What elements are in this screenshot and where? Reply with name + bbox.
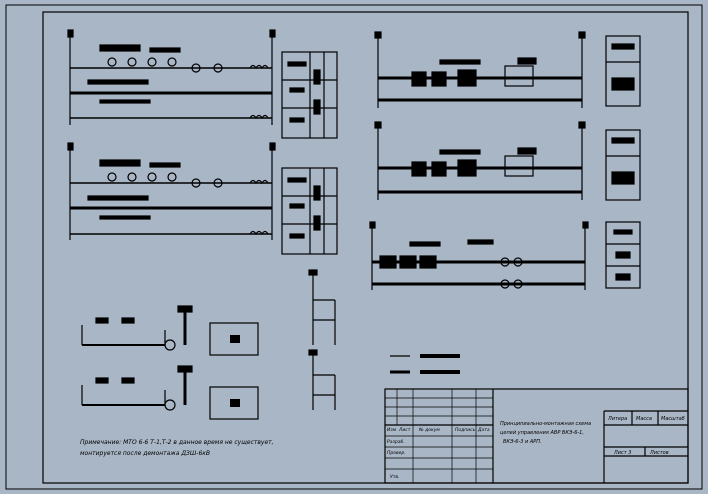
- sheet-number: Лист 3: [613, 450, 631, 456]
- note-line-2: монтируется после демонтажа ДЗШ-6кВ: [80, 450, 210, 457]
- title-block: [384, 388, 689, 484]
- symbol-table-2: [281, 167, 338, 255]
- schematic-small-1: [81, 305, 193, 351]
- legend-marks: [390, 354, 460, 374]
- symbol-table-1: [281, 51, 338, 139]
- schematic-block-2: [67, 142, 276, 240]
- symbol-table-5: [605, 221, 641, 289]
- sheets-total-label: Листов: [649, 450, 669, 456]
- schematic-vertical-1: [308, 269, 336, 345]
- title-line-2: цепей управления АВР ВКЭ-6-1,: [500, 430, 584, 436]
- schematic-block-3: [374, 31, 586, 108]
- litera-label: Литера: [607, 416, 627, 422]
- row-utv: Утв.: [390, 474, 399, 480]
- outer-frame: [5, 4, 703, 490]
- schematic-block-5: [369, 221, 589, 290]
- massa-label: Масса: [636, 416, 652, 422]
- symbol-table-3: [605, 35, 641, 107]
- symbol-box-small-2-mark: [230, 399, 240, 407]
- masshtab-label: Масштаб: [661, 416, 685, 422]
- col-data: Дата: [477, 427, 490, 433]
- schematic-vertical-2: [308, 349, 336, 410]
- schematic-small-2: [81, 365, 193, 411]
- col-podpis: Подпись: [455, 427, 476, 433]
- symbol-box-small-1-mark: [230, 335, 240, 343]
- note-line-1: Примечание: МТО 6-6 Т-1,Т-2 в данное вре…: [80, 439, 274, 446]
- symbol-box-small-1: [209, 322, 259, 356]
- row-razrab: Разраб.: [387, 439, 405, 445]
- col-ndokum: № докум: [418, 427, 440, 433]
- symbol-table-4: [605, 129, 641, 201]
- row-prover: Провер.: [387, 450, 406, 456]
- col-list: Лист: [398, 427, 411, 433]
- col-izm: Изм: [387, 427, 397, 433]
- title-line-3: ВКЭ-6-3 и АРП.: [503, 439, 542, 445]
- title-line-1: Принципиально-монтажная схема: [500, 421, 591, 427]
- inner-frame: [42, 11, 689, 484]
- schematic-block-1: [67, 29, 276, 125]
- schematic-block-4: [374, 121, 586, 200]
- symbol-box-small-2: [209, 386, 259, 420]
